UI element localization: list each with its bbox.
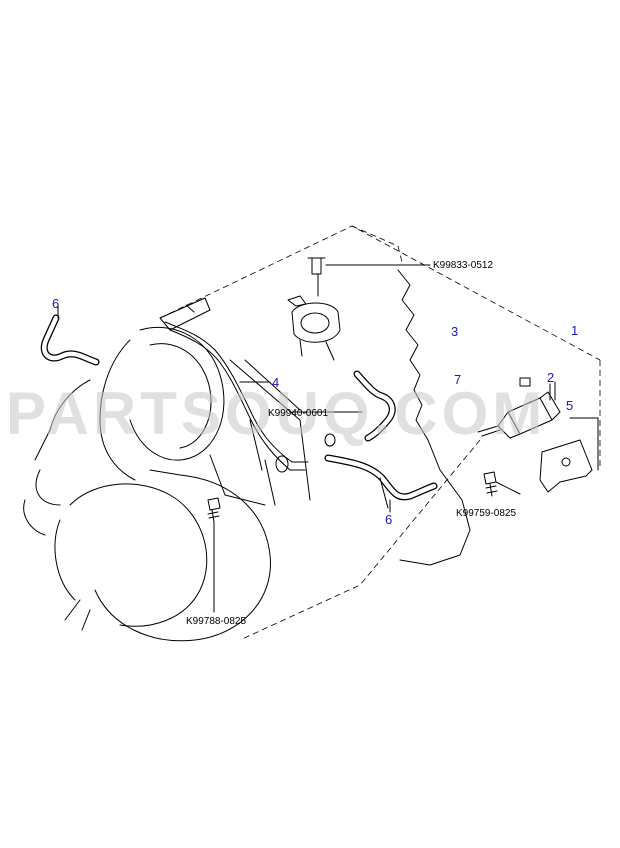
- bolt-k99759: [483, 471, 521, 497]
- callout-7: 7: [454, 372, 461, 387]
- engine-block: [23, 269, 471, 642]
- vsv-valve: [287, 257, 341, 361]
- code-k99833: K99833-0512: [433, 260, 493, 271]
- callout-1: 1: [571, 323, 578, 338]
- hose-middle: [324, 370, 396, 447]
- code-k99940: K99940-0601: [268, 408, 328, 419]
- callout-6-bottom: 6: [385, 512, 392, 527]
- leader-lines: [263, 264, 556, 509]
- callout-3: 3: [451, 324, 458, 339]
- callout-6-left: 6: [52, 296, 59, 311]
- code-k99788: K99788-0825: [186, 616, 246, 627]
- watermark: PARTSOUQ.COM: [6, 380, 546, 447]
- callout-4: 4: [272, 375, 279, 390]
- callout-5: 5: [566, 398, 573, 413]
- bracket: [539, 417, 599, 493]
- bolt-k99788: [207, 497, 221, 613]
- callout-2: 2: [547, 370, 554, 385]
- hose-left: [40, 303, 100, 366]
- vacuum-pipe: [159, 297, 309, 473]
- solenoid-valve: [477, 377, 561, 439]
- code-k99759: K99759-0825: [456, 508, 516, 519]
- engine-frame: [159, 225, 601, 641]
- hose-bottom: [324, 454, 438, 513]
